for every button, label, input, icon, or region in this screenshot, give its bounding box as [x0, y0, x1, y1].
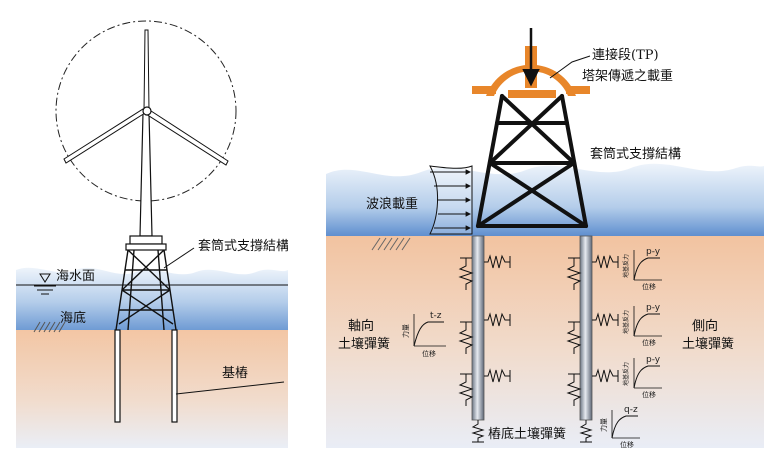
py-curve-2-xlabel: 位移 [642, 338, 656, 347]
right-pile [579, 235, 593, 421]
pile-leader-line [175, 381, 285, 395]
rotor-swept-area [55, 20, 237, 202]
wave-load-arrows [430, 169, 472, 231]
wind-turbine-tower [139, 112, 153, 237]
tip-springs [471, 420, 593, 443]
label-axial-spring-1: 軸向 [348, 318, 374, 334]
tz-curve-xlabel: 位移 [422, 349, 436, 358]
py-curve-chart-1: p-y 位移 地基反力 [622, 247, 662, 291]
qz-curve-chart: q-z 位移 力量 [599, 405, 640, 448]
axial-springs [458, 257, 474, 406]
right-diagram: t-z 位移 力量 p-y 位移 地基反力 p-y 位移 地基反力 p-y 位移 [326, 18, 764, 448]
tz-curve-ylabel: 力量 [401, 324, 410, 338]
py-curve-chart-3: p-y 位移 地基反力 [622, 355, 662, 399]
py-curve-2-title: p-y [646, 303, 661, 313]
jacket-structure-right [476, 94, 588, 228]
py-curve-1-xlabel: 位移 [642, 282, 656, 291]
transition-piece [129, 235, 163, 245]
foundation-piles [114, 329, 178, 423]
qz-curve-xlabel: 位移 [620, 440, 634, 448]
label-pile: 基樁 [222, 366, 248, 381]
jacket-structure [115, 249, 177, 331]
label-jacket-right: 套筒式支撐結構 [590, 146, 681, 162]
left-pile [471, 235, 485, 421]
label-lateral-spring-1: 側向 [692, 318, 718, 334]
seabed-hatch-right-icon [371, 237, 411, 251]
py-curve-3-xlabel: 位移 [642, 390, 656, 399]
py-curve-chart-2: p-y 位移 地基反力 [622, 303, 662, 347]
label-transition-piece: 連接段(TP) [592, 47, 659, 63]
tz-curve-chart: t-z 位移 力量 [401, 311, 446, 358]
left-diagram-canvas: 套筒式支撐結構 海水面 海底 基樁 [16, 20, 288, 448]
py-curve-2-ylabel: 地基反力 [622, 310, 630, 334]
label-tip-spring: 樁底土壤彈簧 [488, 426, 566, 442]
turbine-blades-icon [63, 29, 229, 166]
sea-level-marker-icon [34, 273, 56, 295]
py-curve-1-title: p-y [646, 247, 661, 257]
label-wave-load: 波浪載重 [366, 196, 418, 212]
left-diagram: 套筒式支撐結構 海水面 海底 基樁 [16, 18, 288, 448]
tz-curve-title: t-z [430, 311, 442, 321]
py-curve-1-ylabel: 地基反力 [622, 254, 630, 278]
label-lateral-spring-2: 土壤彈簧 [682, 336, 734, 352]
label-sea-level: 海水面 [56, 269, 95, 284]
transition-deck [125, 243, 167, 251]
py-curve-3-title: p-y [646, 355, 661, 365]
label-seabed: 海底 [60, 310, 86, 326]
tp-leader-line [549, 55, 591, 79]
qz-curve-title: q-z [624, 405, 638, 415]
label-jacket-left: 套筒式支撐結構 [198, 238, 288, 254]
seabed-soil [16, 330, 288, 448]
lateral-springs-left-pile [484, 254, 511, 383]
right-diagram-canvas: t-z 位移 力量 p-y 位移 地基反力 p-y 位移 地基反力 p-y 位移 [326, 28, 764, 448]
springs-right-pile [566, 254, 619, 406]
py-curve-3-ylabel: 地基反力 [622, 362, 630, 386]
jacket-leader-line [163, 247, 195, 269]
qz-curve-ylabel: 力量 [599, 418, 608, 432]
label-axial-spring-2: 土壤彈簧 [338, 336, 390, 352]
label-tower-load: 塔架傳遞之載重 [582, 68, 673, 84]
seabed-soil-right [326, 236, 764, 448]
seabed-hatch-icon [33, 321, 66, 333]
nacelle-hub [142, 106, 152, 116]
sea-water [16, 267, 288, 330]
